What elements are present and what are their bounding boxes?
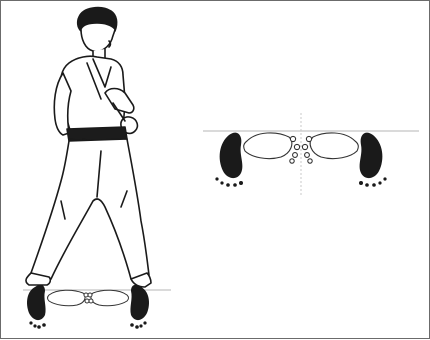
foot-print-icon — [27, 285, 149, 329]
footprint-inner-left — [48, 290, 86, 306]
diagram-footprint-inner-left — [244, 133, 292, 159]
foot-diagram-icon — [203, 113, 419, 197]
footprint-inner-right — [91, 290, 129, 306]
diagram-footprint-inner-right — [310, 133, 358, 159]
figure-icon — [26, 8, 151, 287]
diagram-footprint-right-dark — [360, 133, 383, 178]
figure-gi-pants — [31, 139, 149, 279]
diagram-footprint-left-dark — [220, 133, 243, 178]
